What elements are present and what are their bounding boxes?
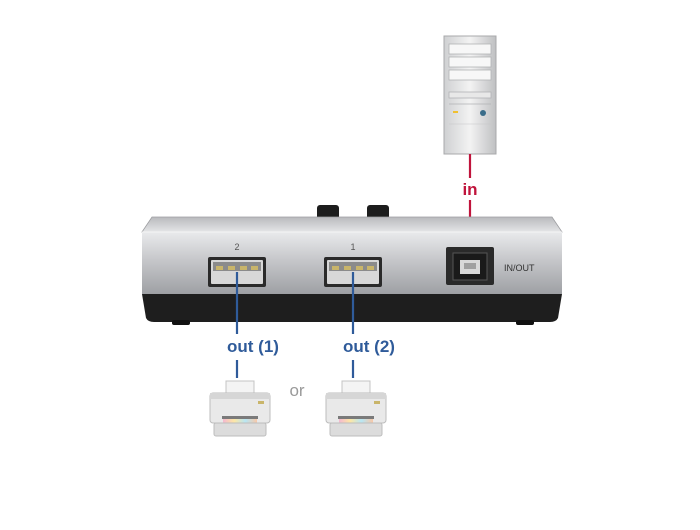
printer-icon [209,380,271,437]
inout-label: IN/OUT [504,263,535,273]
out-label-left: out (1) [227,337,279,356]
or-label: or [289,381,304,400]
power-led-icon [480,110,486,116]
port-right-number: 1 [350,242,355,252]
port-left-number: 2 [234,242,239,252]
usb-b-port-icon [446,247,494,285]
in-label: in [462,180,477,199]
computer-tower [443,35,497,155]
out-label-right: out (2) [343,337,395,356]
printer-icon [325,380,387,437]
